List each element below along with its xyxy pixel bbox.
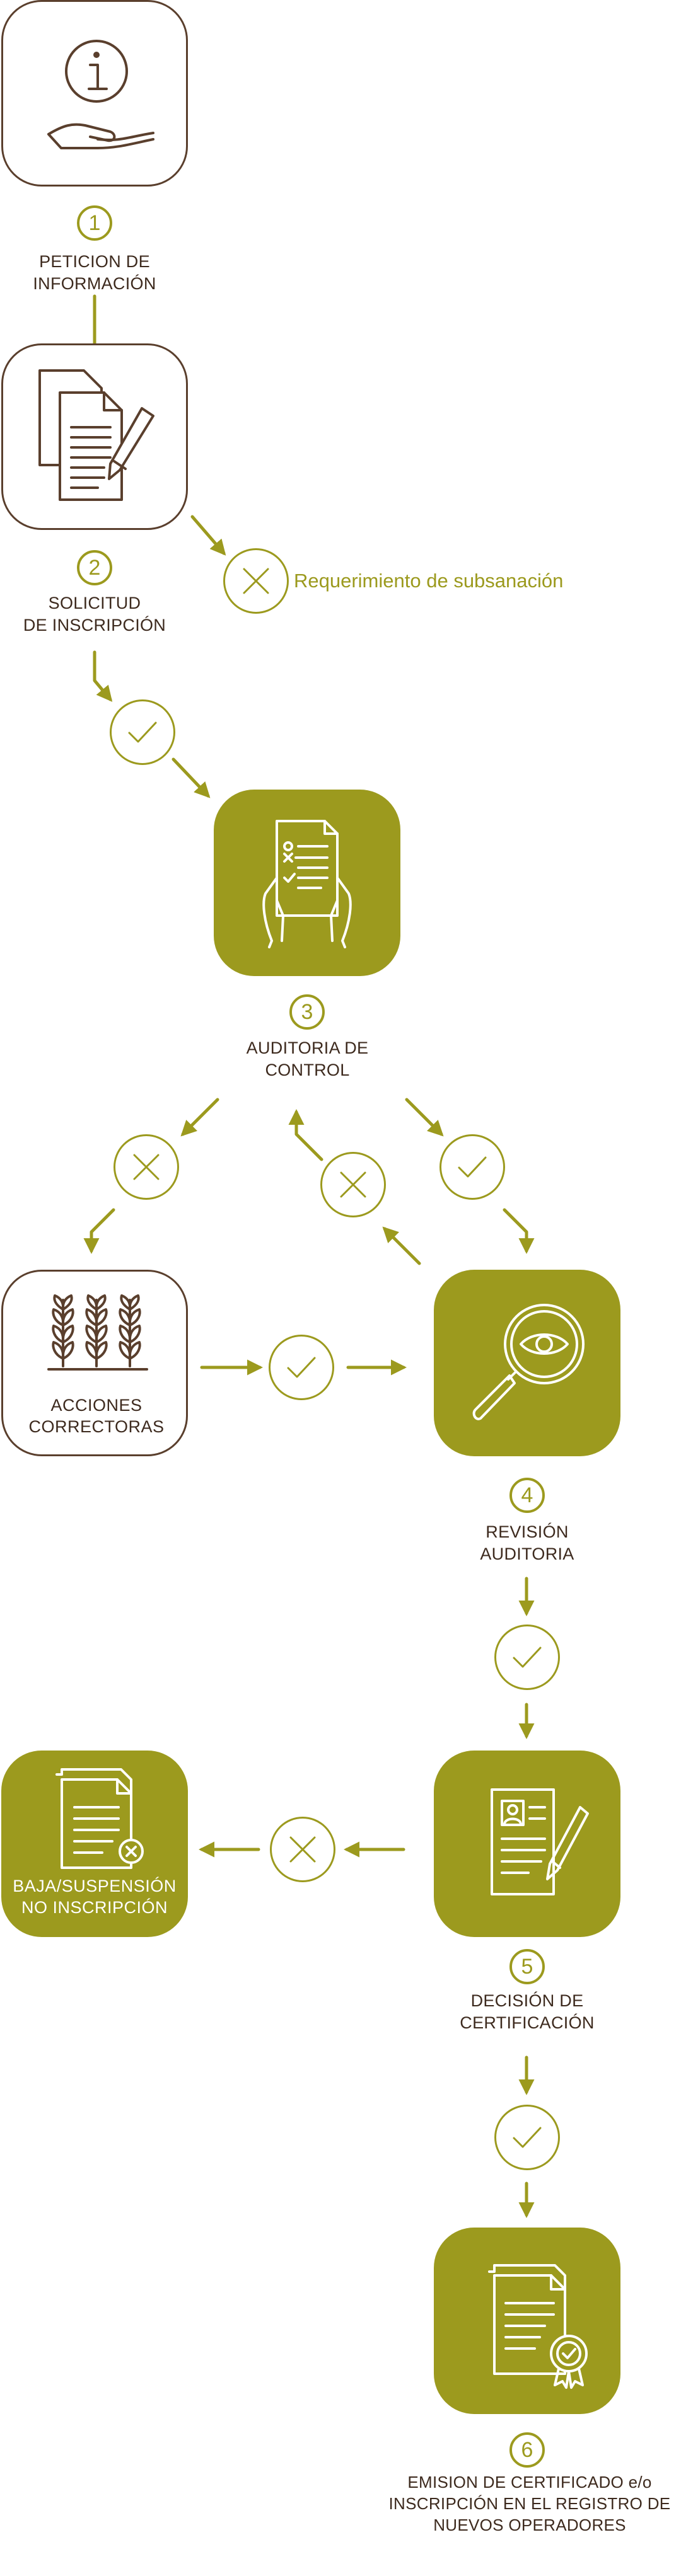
approve-mark-right — [439, 1134, 505, 1200]
reject-mark-5 — [270, 1817, 335, 1882]
check-icon — [513, 2127, 542, 2148]
magnifier-eye-icon — [472, 1304, 585, 1420]
step-1-box — [1, 0, 188, 187]
step-5-box — [434, 1751, 620, 1937]
arrow-reject-corrective — [83, 1208, 115, 1254]
approve-mark-4 — [494, 1624, 560, 1690]
info-hand-icon — [47, 40, 154, 149]
arrow-reject-3-up — [288, 1109, 323, 1161]
step-2-label: SOLICITUD DE INSCRIPCIÓN — [23, 594, 166, 635]
check-icon — [458, 1156, 487, 1178]
reject-mark-center — [320, 1152, 386, 1217]
document-cancel-icon — [55, 1768, 144, 1869]
documents-pen-icon — [38, 369, 154, 501]
approve-mark-corrective — [269, 1335, 334, 1400]
step-6-box — [434, 2228, 620, 2414]
step-2-box — [1, 343, 188, 530]
requirement-text: Requerimiento de subsanación — [294, 570, 564, 592]
check-icon — [287, 1357, 316, 1378]
step-6-number: 6 — [509, 2432, 545, 2468]
cross-icon — [243, 568, 269, 594]
arrow-3-reject — [180, 1098, 219, 1137]
reject-mark-requirement — [223, 548, 289, 614]
step-2-number: 2 — [77, 550, 112, 585]
check-icon — [513, 1647, 542, 1668]
step-5-label: DECISIÓN DE CERTIFICACIÓN — [460, 1991, 595, 2032]
reject-mark-left — [114, 1134, 179, 1200]
checklist-hands-icon — [262, 820, 352, 948]
check-icon — [128, 722, 157, 743]
arrow-3-check — [405, 1098, 444, 1137]
cross-icon — [133, 1154, 160, 1180]
rejection-label: BAJA/SUSPENSIÓN NO INSCRIPCIÓN — [13, 1877, 177, 1917]
corrective-actions-label: ACCIONES CORRECTORAS — [28, 1396, 165, 1436]
step-3-label: AUDITORIA DE CONTROL — [246, 1038, 369, 1079]
rejection-box: BAJA/SUSPENSIÓN NO INSCRIPCIÓN — [1, 1751, 188, 1937]
profile-document-pen-icon — [491, 1788, 589, 1895]
wheat-icon — [47, 1294, 148, 1371]
approve-mark-5 — [494, 2105, 560, 2170]
arrow-2-reject — [190, 515, 226, 556]
step-3-number: 3 — [289, 994, 325, 1030]
approve-mark-2 — [110, 699, 175, 765]
step-3-box — [214, 790, 400, 976]
certificate-seal-icon — [488, 2264, 588, 2389]
step-4-label: REVISIÓN AUDITORIA — [480, 1522, 574, 1563]
step-6-label: EMISION DE CERTIFICADO e/o INSCRIPCIÓN E… — [388, 2473, 671, 2534]
step-4-number: 4 — [509, 1478, 545, 1513]
arrow-check-3 — [172, 757, 211, 798]
step-4-box — [434, 1270, 620, 1456]
corrective-actions-box: ACCIONES CORRECTORAS — [1, 1270, 188, 1456]
step-1-label: PETICION DE INFORMACIÓN — [33, 252, 156, 293]
arrow-check-4 — [503, 1208, 535, 1254]
step-5-number: 5 — [509, 1949, 545, 1984]
arrow-4-reject-up — [382, 1226, 421, 1265]
arrow-2-check — [93, 650, 113, 702]
cross-icon — [340, 1171, 366, 1198]
step-1-number: 1 — [77, 205, 112, 241]
cross-icon — [289, 1836, 316, 1863]
